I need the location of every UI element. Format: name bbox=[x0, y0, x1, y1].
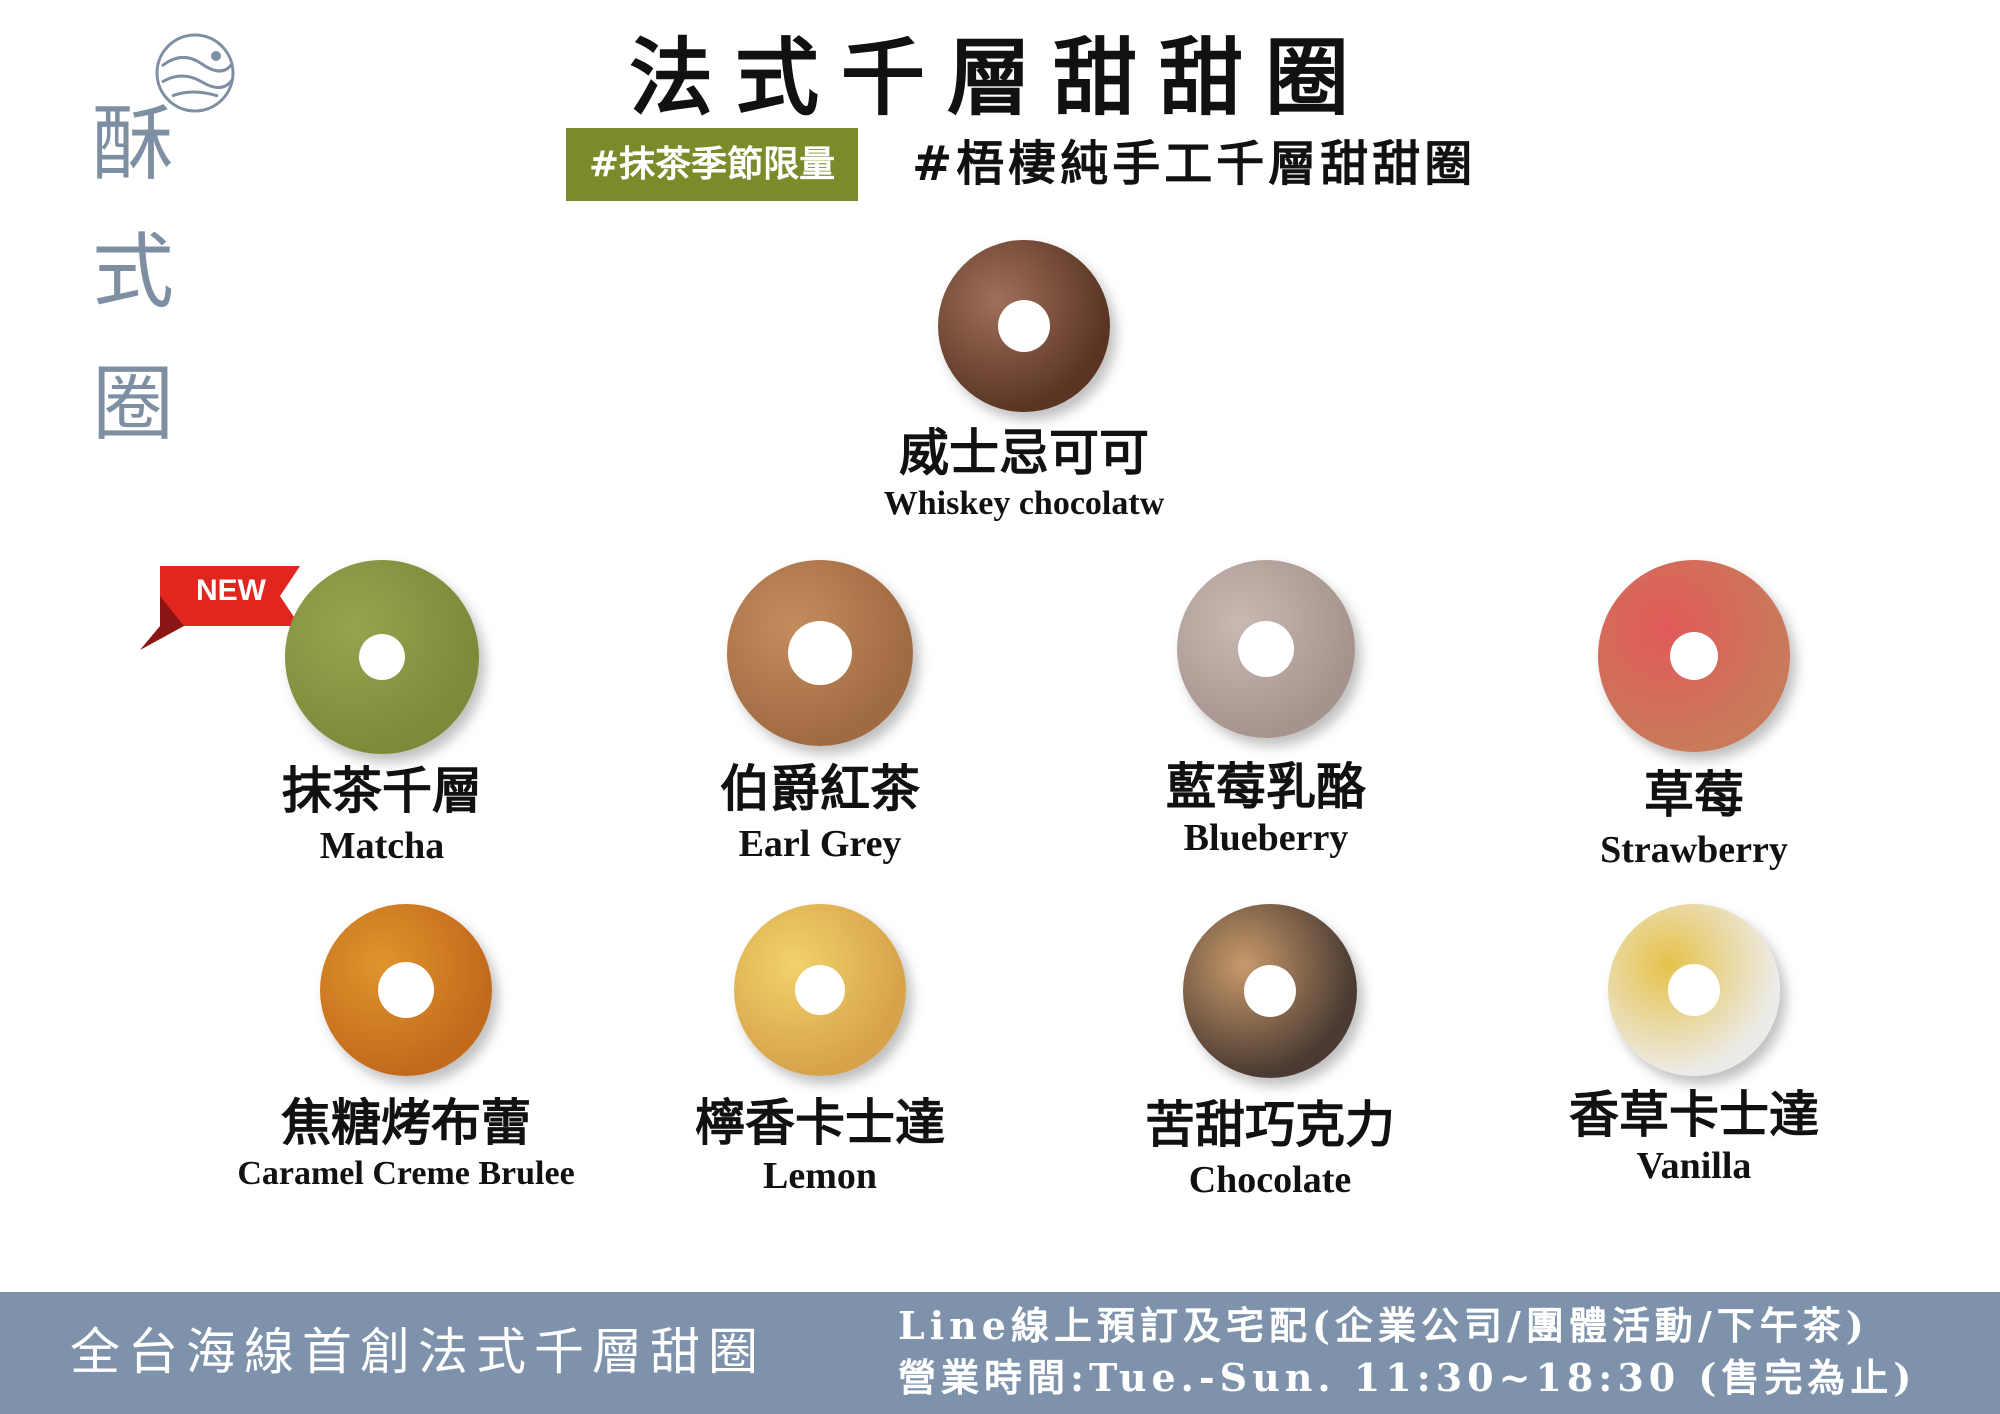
product-blueberry[interactable]: 藍莓乳酪 Blueberry bbox=[1106, 560, 1426, 860]
product-caramel-creme-brulee[interactable]: 焦糖烤布蕾 Caramel Creme Brulee bbox=[206, 904, 606, 1196]
product-chocolate[interactable]: 苦甜巧克力 Chocolate bbox=[1110, 904, 1430, 1202]
donut-image bbox=[285, 560, 479, 754]
donut-image bbox=[1608, 904, 1780, 1076]
hashtag-matcha-limited: #抹茶季節限量 bbox=[566, 128, 858, 201]
product-name-en: Chocolate bbox=[1188, 1159, 1352, 1201]
brand-logo: 酥 式 圈 bbox=[80, 30, 250, 460]
product-name-en: Earl Grey bbox=[738, 823, 902, 865]
product-name-zh: 苦甜巧克力 bbox=[1145, 1095, 1395, 1154]
logo-char-3: 圈 bbox=[91, 357, 174, 452]
product-name-en: Caramel Creme Brulee bbox=[237, 1155, 575, 1192]
product-strawberry[interactable]: 草莓 Strawberry bbox=[1534, 560, 1854, 872]
product-name-en: Matcha bbox=[319, 825, 445, 867]
new-badge-label: NEW bbox=[196, 574, 266, 607]
product-name-zh: 焦糖烤布蕾 bbox=[281, 1093, 531, 1152]
product-earl-grey[interactable]: 伯爵紅茶 Earl Grey bbox=[660, 560, 980, 866]
product-name-en: Whiskey chocolatw bbox=[883, 485, 1165, 522]
product-name-en: Strawberry bbox=[1600, 829, 1788, 871]
product-name-zh: 草莓 bbox=[1644, 765, 1744, 824]
new-ribbon-icon bbox=[140, 566, 300, 650]
donut-image bbox=[938, 240, 1110, 412]
product-matcha[interactable]: 抹茶千層 Matcha bbox=[222, 560, 542, 868]
footer-info: Line線上預訂及宅配(企業公司/團體活動/下午茶) 營業時間:Tue.-Sun… bbox=[898, 1300, 1978, 1404]
product-name-en: Lemon bbox=[763, 1155, 877, 1197]
product-name-zh: 抹茶千層 bbox=[282, 761, 482, 820]
product-name-zh: 檸香卡士達 bbox=[695, 1093, 945, 1152]
product-name-zh: 伯爵紅茶 bbox=[720, 759, 920, 818]
hashtag-handmade: #梧棲純手工千層甜甜圈 bbox=[912, 136, 1477, 192]
footer-order-line: Line線上預訂及宅配(企業公司/團體活動/下午茶) bbox=[898, 1303, 1869, 1348]
donut-image bbox=[734, 904, 906, 1076]
page-title: 法式千層甜甜圈 bbox=[628, 28, 1371, 127]
product-name-zh: 藍莓乳酪 bbox=[1166, 757, 1366, 816]
product-name-zh: 香草卡士達 bbox=[1569, 1085, 1819, 1144]
product-whiskey-chocolate[interactable]: 威士忌可可 Whiskey chocolatw bbox=[834, 240, 1214, 526]
footer-hours-line: 營業時間:Tue.-Sun. 11:30~18:30 (售完為止) bbox=[898, 1355, 1917, 1400]
product-name-en: Blueberry bbox=[1183, 817, 1349, 859]
logo-emblem-icon bbox=[155, 33, 235, 113]
logo-char-1: 酥 bbox=[91, 97, 174, 192]
donut-image bbox=[727, 560, 913, 746]
logo-char-2: 式 bbox=[91, 225, 174, 320]
footer-slogan: 全台海線首創法式千層甜圈 bbox=[70, 1323, 766, 1381]
donut-image bbox=[1183, 904, 1357, 1078]
product-lemon[interactable]: 檸香卡士達 Lemon bbox=[660, 904, 980, 1198]
product-name-en: Vanilla bbox=[1636, 1145, 1752, 1187]
product-name-zh: 威士忌可可 bbox=[899, 423, 1149, 482]
donut-image bbox=[1598, 560, 1790, 752]
footer-bar bbox=[0, 1292, 2000, 1414]
product-vanilla[interactable]: 香草卡士達 Vanilla bbox=[1534, 904, 1854, 1188]
donut-image bbox=[1177, 560, 1355, 738]
donut-image bbox=[320, 904, 492, 1076]
